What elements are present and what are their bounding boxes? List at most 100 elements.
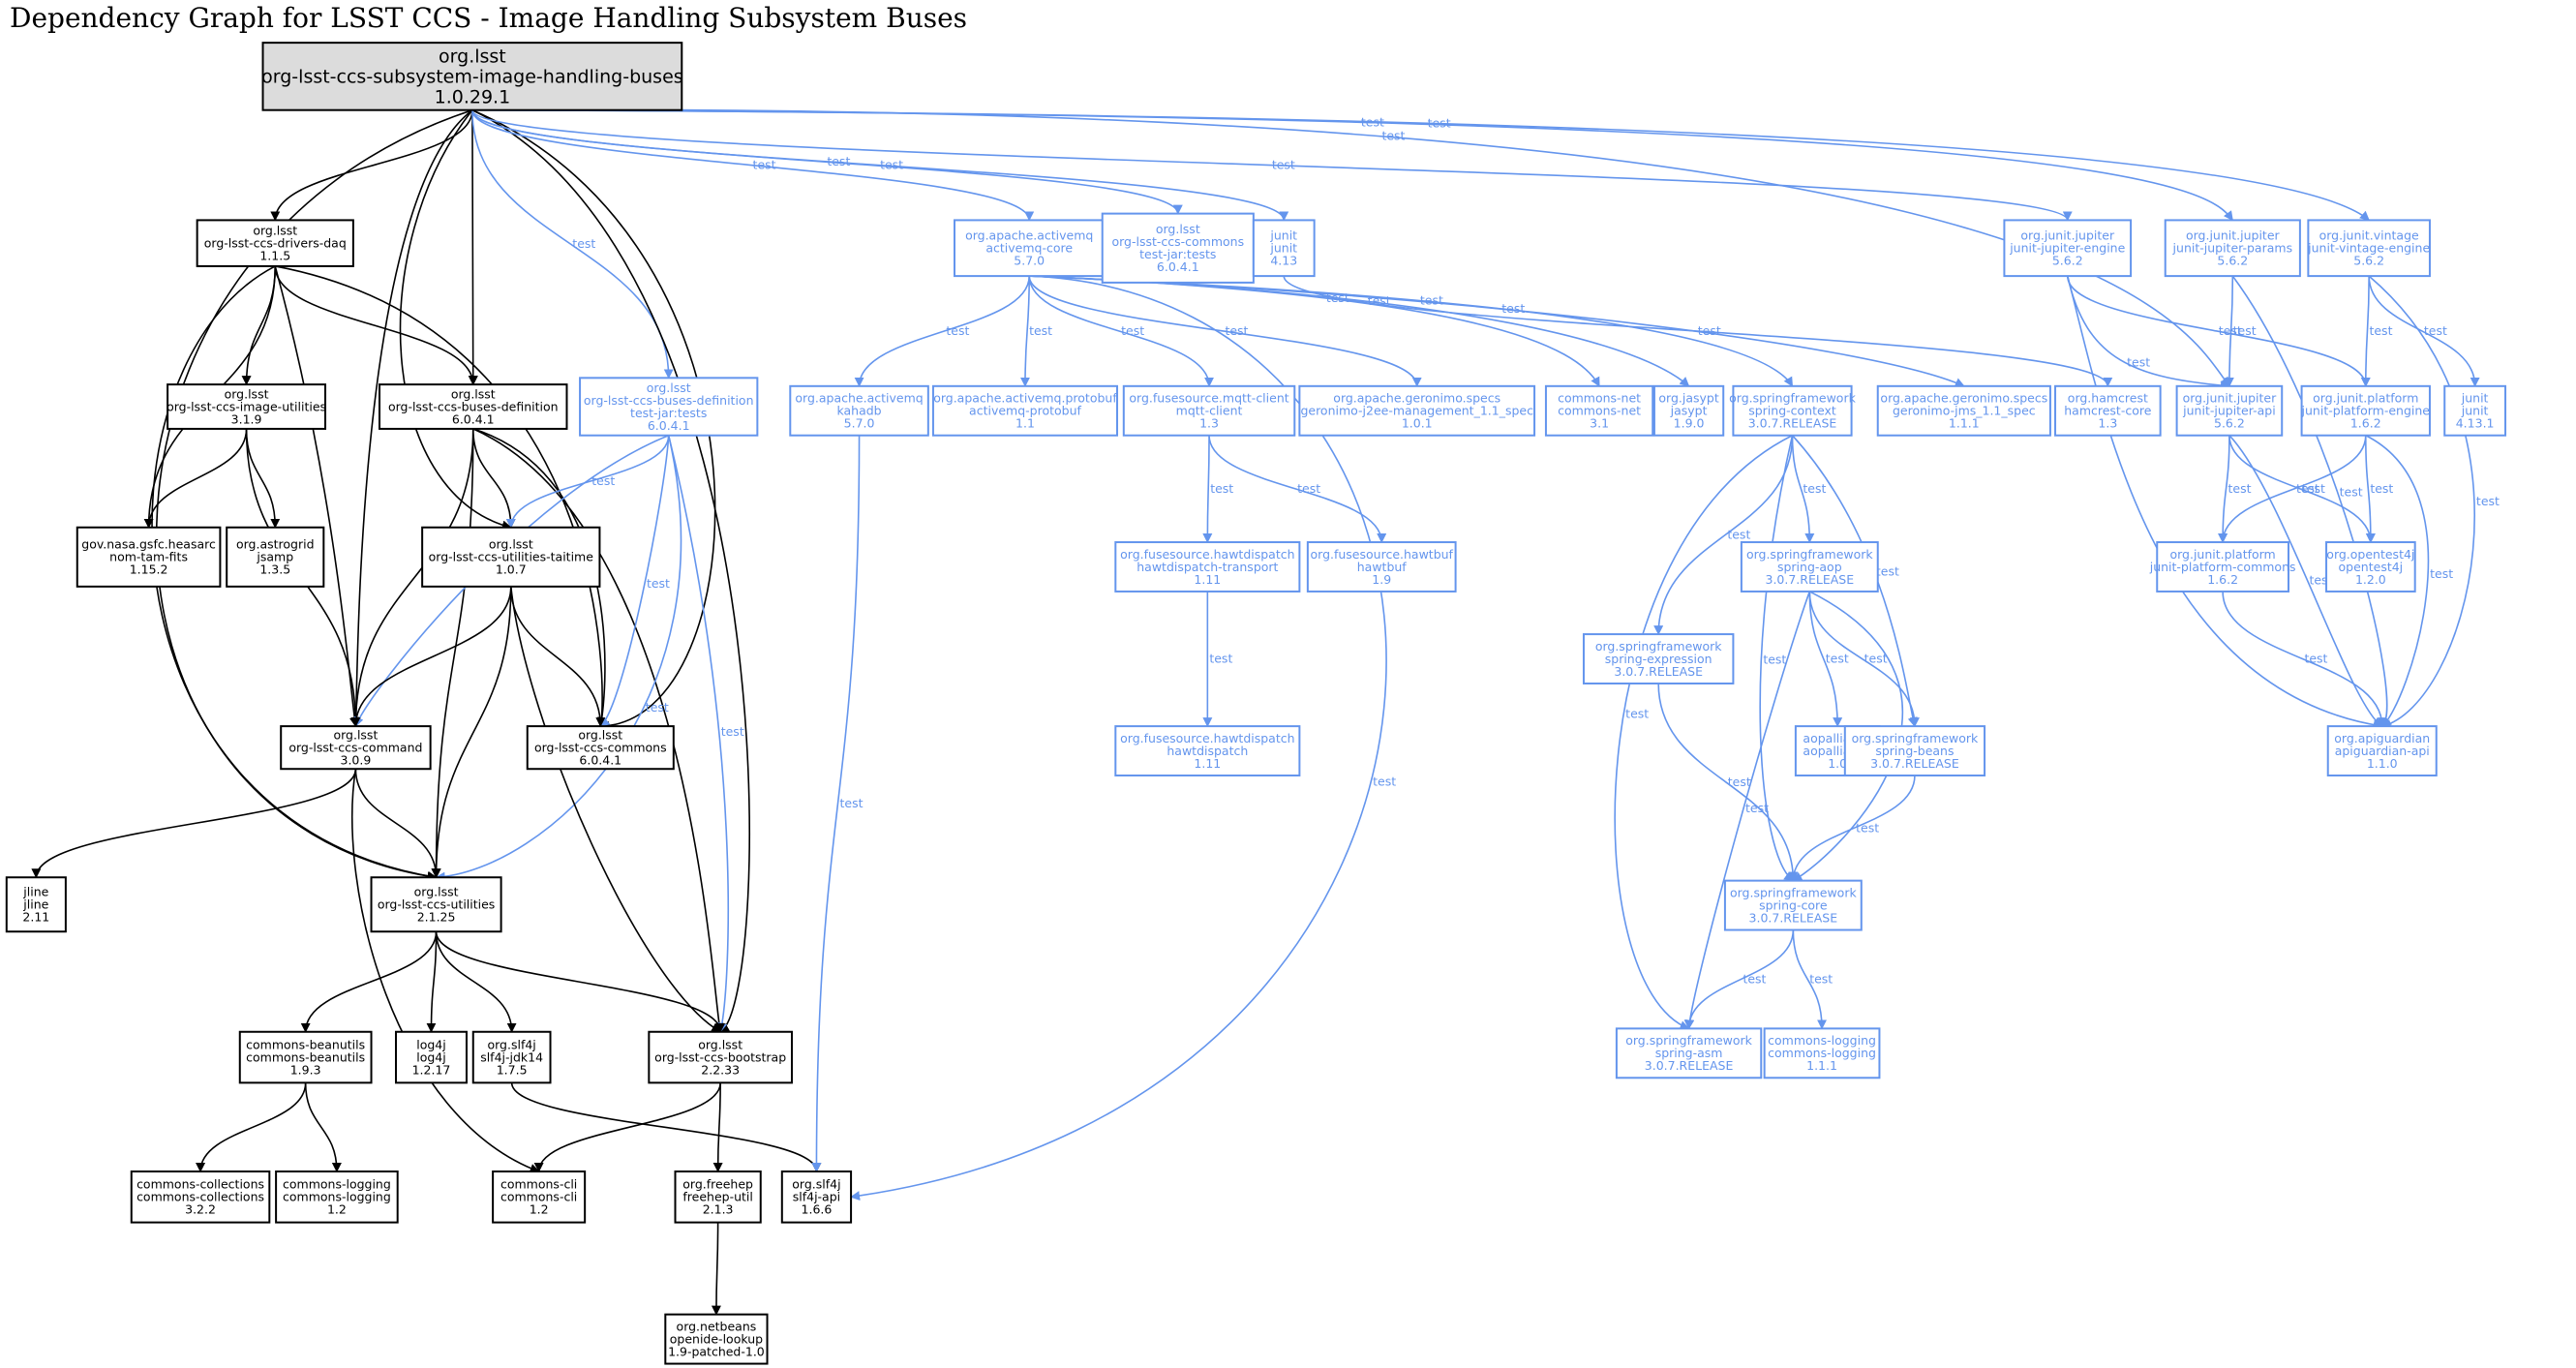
node-j2ee[interactable]: org.apache.geronimo.specsgeronimo-j2ee-m… [1298, 384, 1536, 437]
node-platengine[interactable]: org.junit.platformjunit-platform-engine1… [2300, 384, 2431, 437]
node-box[interactable] [674, 1170, 762, 1224]
node-box[interactable] [526, 725, 675, 771]
node-box[interactable] [1732, 384, 1853, 437]
node-box[interactable] [664, 1313, 769, 1365]
node-box[interactable] [238, 1030, 373, 1084]
node-imgutil[interactable]: org.lsstorg-lsst-ccs-image-utilities3.1.… [167, 383, 327, 430]
node-box[interactable] [226, 526, 325, 588]
node-box[interactable] [5, 876, 67, 933]
node-box[interactable] [1582, 633, 1735, 684]
node-box[interactable] [1652, 384, 1725, 437]
node-collections[interactable]: commons-collectionscommons-collections3.… [130, 1170, 271, 1224]
node-box[interactable] [579, 377, 759, 437]
node-openide[interactable]: org.netbeansopenide-lookup1.9-patched-1.… [664, 1313, 769, 1365]
node-commonstest[interactable]: org.lsstorg-lsst-ccs-commonstest-jar:tes… [1101, 212, 1255, 284]
node-box[interactable] [275, 1170, 399, 1224]
node-jupengine[interactable]: org.junit.jupiterjunit-jupiter-engine5.6… [2003, 219, 2133, 278]
node-box[interactable] [2326, 725, 2438, 777]
node-jms[interactable]: org.apache.geronimo.specsgeronimo-jms_1.… [1876, 384, 2051, 437]
node-box[interactable] [953, 219, 1106, 278]
node-box[interactable] [2003, 219, 2133, 278]
node-springaop[interactable]: org.springframeworkspring-aop3.0.7.RELEA… [1740, 541, 1879, 593]
node-protobuf[interactable]: org.apache.activemq.protobufactivemq-pro… [931, 384, 1119, 437]
node-box[interactable] [1615, 1027, 1763, 1079]
node-box[interactable] [1298, 384, 1536, 437]
node-jupparams[interactable]: org.junit.jupiterjunit-jupiter-params5.6… [2164, 219, 2301, 278]
node-vintage[interactable]: org.junit.vintagejunit-vintage-engine5.6… [2307, 219, 2431, 278]
node-box[interactable] [196, 219, 354, 267]
node-box[interactable] [1740, 541, 1879, 593]
node-box[interactable] [1101, 212, 1255, 284]
node-hdtransport[interactable]: org.fusesource.hawtdispatchhawtdispatch-… [1114, 541, 1301, 593]
node-box[interactable] [1306, 541, 1457, 593]
node-box[interactable] [1876, 384, 2051, 437]
node-box[interactable] [370, 876, 502, 933]
node-springcore[interactable]: org.springframeworkspring-core3.0.7.RELE… [1723, 879, 1863, 931]
node-busdef[interactable]: org.lsstorg-lsst-ccs-buses-definition6.0… [379, 383, 568, 430]
node-box[interactable] [1114, 725, 1301, 777]
node-taitime[interactable]: org.lsstorg-lsst-ccs-utilities-taitime1.… [421, 526, 601, 588]
node-box[interactable] [2156, 541, 2290, 593]
node-box[interactable] [780, 1170, 853, 1224]
node-box[interactable] [2307, 219, 2431, 278]
node-springasm[interactable]: org.springframeworkspring-asm3.0.7.RELEA… [1615, 1027, 1763, 1079]
node-box[interactable] [2054, 384, 2162, 437]
node-hawtdispatch[interactable]: org.fusesource.hawtdispatchhawtdispatch1… [1114, 725, 1301, 777]
node-box[interactable] [1122, 384, 1296, 437]
node-box[interactable] [789, 384, 929, 437]
node-box[interactable] [1114, 541, 1301, 593]
node-box[interactable] [931, 384, 1119, 437]
node-box[interactable] [1723, 879, 1863, 931]
node-box[interactable] [2300, 384, 2431, 437]
node-box[interactable] [2164, 219, 2301, 278]
node-springbeans[interactable]: org.springframeworkspring-beans3.0.7.REL… [1843, 725, 1986, 777]
node-busdeftest[interactable]: org.lsstorg-lsst-ccs-buses-definitiontes… [579, 377, 759, 437]
node-box[interactable] [379, 383, 568, 430]
node-box[interactable] [261, 42, 683, 111]
node-box[interactable] [492, 1170, 587, 1224]
node-box[interactable] [2175, 384, 2284, 437]
node-box[interactable] [130, 1170, 271, 1224]
node-box[interactable] [471, 1030, 552, 1084]
node-box[interactable] [394, 1030, 468, 1084]
node-box[interactable] [2325, 541, 2416, 593]
node-box[interactable] [648, 1030, 793, 1084]
node-box[interactable] [76, 526, 222, 588]
node-box[interactable] [280, 725, 432, 771]
node-box[interactable] [421, 526, 601, 588]
node-springctx[interactable]: org.springframeworkspring-context3.0.7.R… [1729, 384, 1857, 437]
node-box[interactable] [1763, 1027, 1881, 1079]
node-box[interactable] [1544, 384, 1654, 437]
node-box[interactable] [1252, 219, 1316, 278]
node-platcommons[interactable]: org.junit.platformjunit-platform-commons… [2149, 541, 2296, 593]
node-box[interactable] [167, 383, 327, 430]
node-box[interactable] [1843, 725, 1986, 777]
